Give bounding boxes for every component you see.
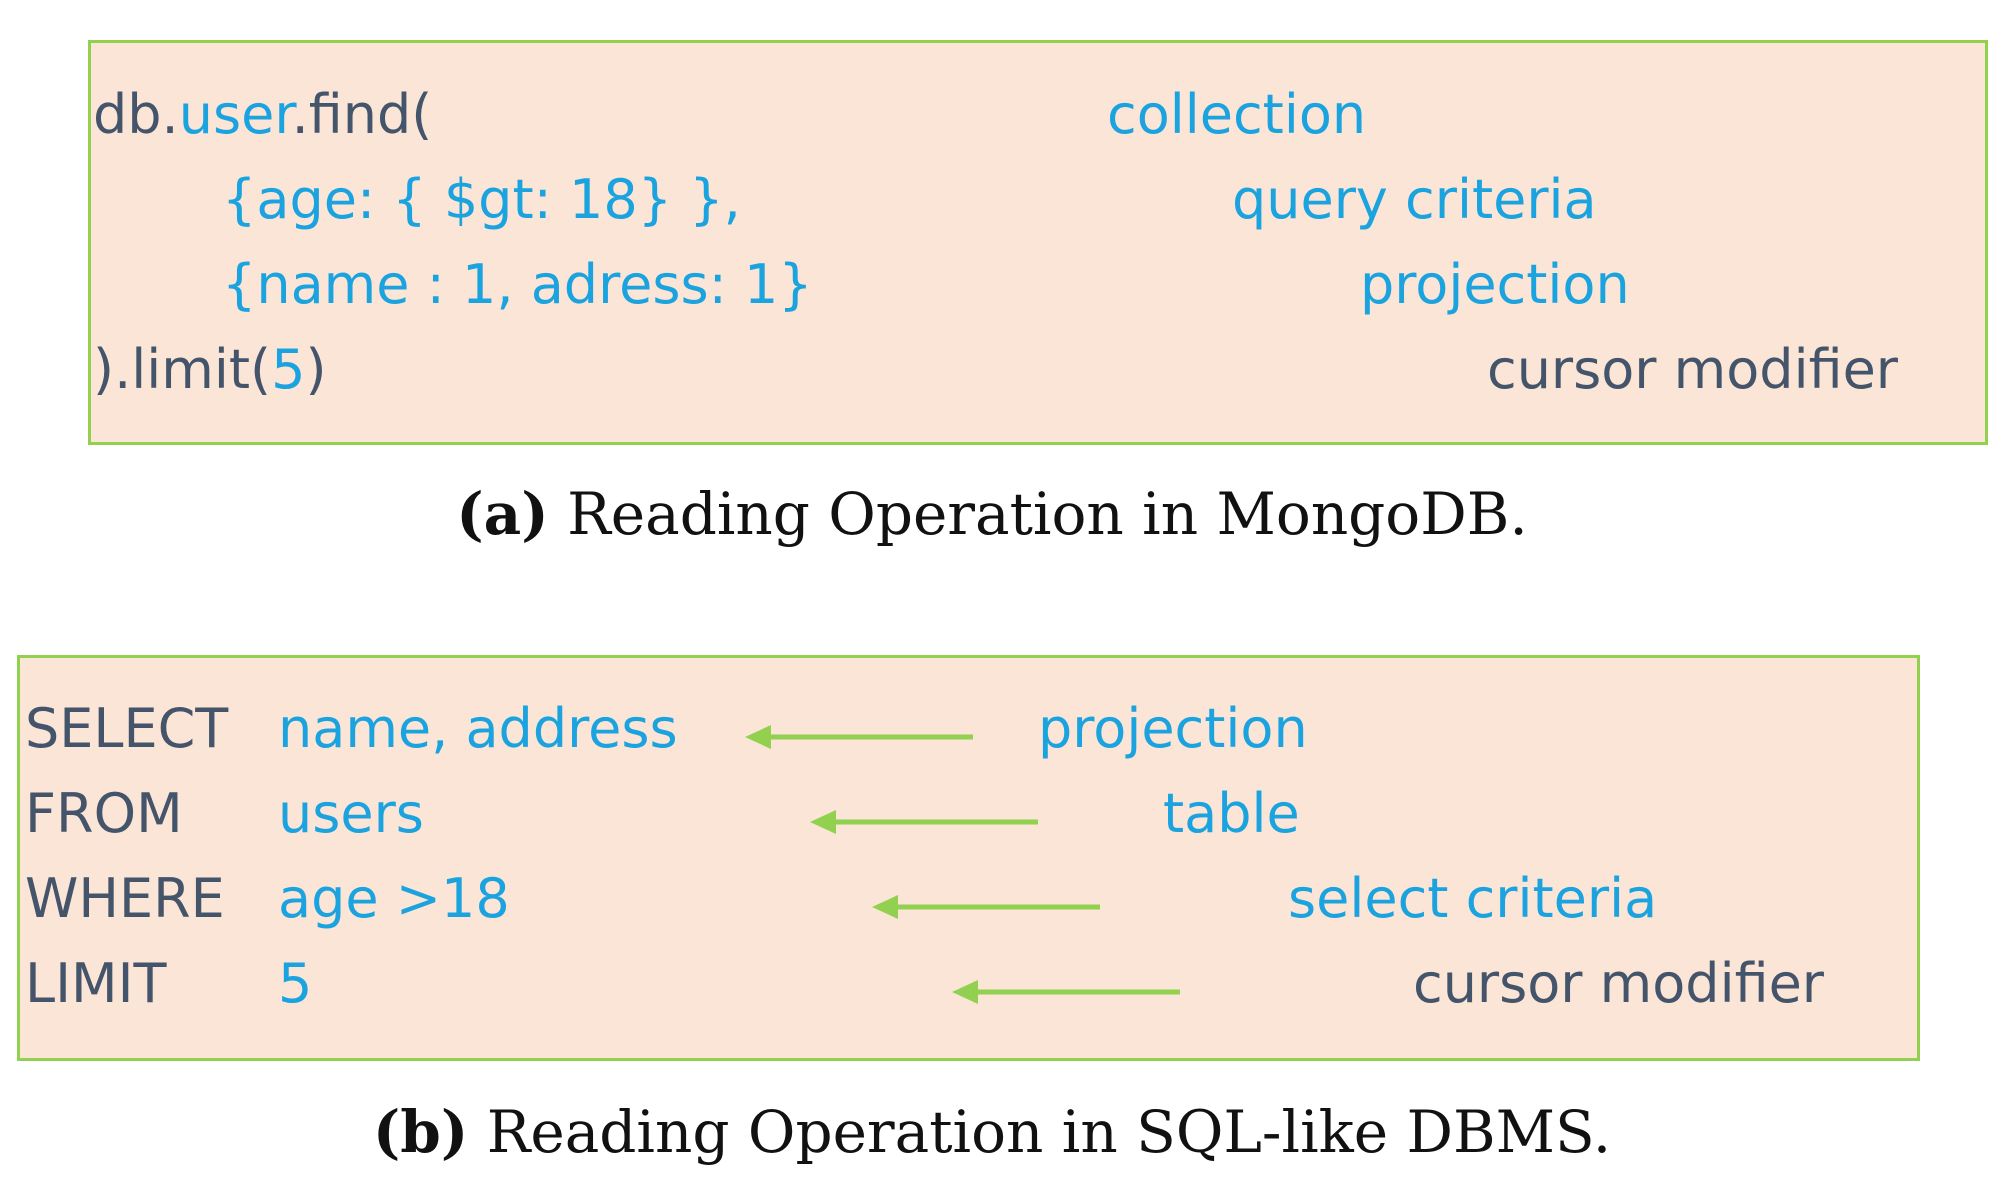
sql-annotation-select-criteria: select criteria [1288, 867, 1658, 930]
arrow-left-icon [952, 980, 1180, 1004]
sql-keyword-select: SELECT [25, 697, 229, 760]
sql-value-from: users [278, 782, 424, 845]
annotation-projection: projection [1360, 253, 1630, 316]
sql-keyword-where: WHERE [25, 867, 225, 930]
caption-a: (a) Reading Operation in MongoDB. [456, 480, 1528, 548]
caption-b: (b) Reading Operation in SQL-like DBMS. [372, 1098, 1612, 1166]
sql-keyword-limit: LIMIT [25, 952, 167, 1015]
sql-keyword-from: FROM [25, 782, 183, 845]
mongodb-line-projection: {name : 1, adress: 1} [222, 253, 813, 316]
annotation-cursor-modifier: cursor modifier [1487, 338, 1899, 401]
annotation-collection: collection [1107, 83, 1367, 146]
sql-annotation-cursor-modifier: cursor modifier [1413, 952, 1825, 1015]
mongodb-code-panel [88, 40, 1988, 445]
sql-annotation-table: table [1163, 782, 1300, 845]
arrow-left-icon [745, 725, 973, 749]
mongodb-line-find: db.user.find( [93, 83, 433, 146]
sql-value-select: name, address [278, 697, 678, 760]
mongodb-line-limit: ).limit(5) [93, 338, 327, 401]
arrow-left-icon [810, 810, 1038, 834]
mongodb-line-query: {age: { $gt: 18} }, [222, 168, 741, 231]
annotation-query-criteria: query criteria [1232, 168, 1597, 231]
sql-value-where: age >18 [278, 867, 510, 930]
sql-annotation-projection: projection [1038, 697, 1308, 760]
collection-name: user [178, 83, 292, 146]
sql-value-limit: 5 [278, 952, 313, 1015]
arrow-left-icon [872, 895, 1100, 919]
